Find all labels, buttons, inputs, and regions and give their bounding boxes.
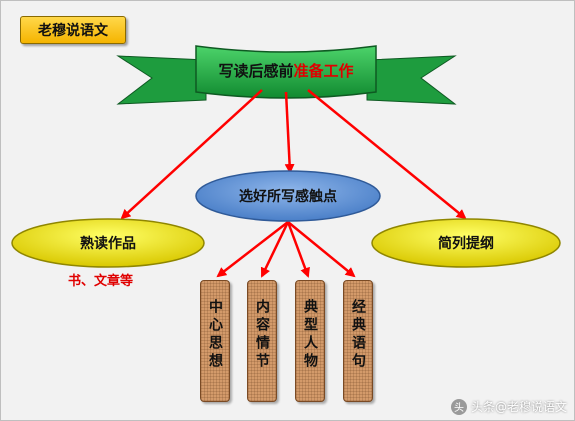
pillar-3: 典型人物 — [295, 280, 325, 402]
right-node-label: 简列提纲 — [438, 236, 494, 252]
center-oval — [195, 170, 381, 222]
arrow-center-to-pillar-1 — [216, 221, 289, 278]
pillar-1: 中心思想 — [200, 280, 230, 402]
left-node-label: 熟读作品 — [80, 236, 136, 252]
watermark: 头 头条@老穆说语文 — [450, 398, 567, 415]
arrow-banner-to-center — [284, 91, 295, 174]
banner-title-highlight: 准备工作 — [293, 61, 354, 80]
banner-title-prefix: 写读后感前 — [218, 61, 294, 80]
connector-arrows — [120, 89, 467, 278]
banner-title: 写读后感前准备工作 — [200, 52, 372, 88]
pillar-2-label: 内容情节 — [254, 299, 270, 371]
pillar-2: 内容情节 — [247, 280, 277, 402]
arrow-center-to-pillar-4 — [287, 221, 356, 278]
pillar-4: 经典语句 — [343, 280, 373, 402]
pillar-1-label: 中心思想 — [207, 299, 223, 371]
left-oval — [11, 218, 205, 268]
pillar-3-label: 典型人物 — [302, 299, 318, 371]
pillar-4-label: 经典语句 — [350, 299, 366, 371]
center-node-label: 选好所写感触点 — [239, 189, 337, 205]
arrow-center-to-pillar-2 — [260, 221, 290, 278]
arrow-banner-to-right — [307, 89, 467, 220]
right-oval — [371, 218, 561, 268]
left-node-note: 书、文章等 — [68, 274, 134, 289]
arrow-center-to-pillar-3 — [286, 221, 310, 278]
watermark-text: 头条@老穆说语文 — [470, 400, 567, 414]
arrow-banner-to-left — [120, 89, 263, 220]
watermark-logo-icon: 头 — [450, 398, 467, 415]
author-badge: 老穆说语文 — [20, 16, 126, 44]
title-banner — [116, 45, 457, 105]
